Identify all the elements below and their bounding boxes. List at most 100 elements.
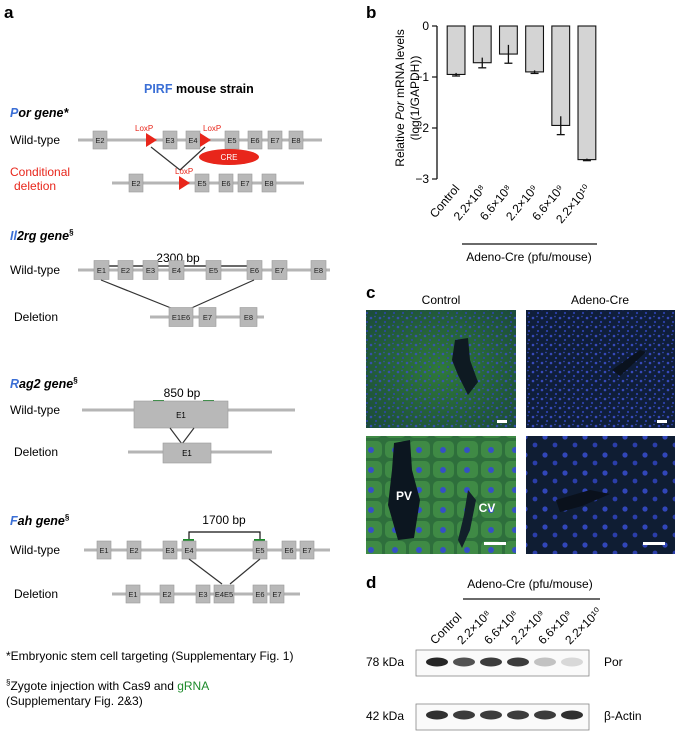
por-wt-exon-1 [162, 130, 178, 150]
pv-label: PV [396, 489, 412, 503]
rag2-gene-title: Rag2 gene§ [10, 376, 78, 391]
il2rg-wt-exon-7 [310, 260, 327, 280]
footnote-2-a: Zygote injection with Cas9 and [10, 679, 177, 693]
panel-a-label: a [4, 3, 14, 22]
por-wt-exon-4 [247, 130, 263, 150]
fah-del-exon-label-2: E3 [198, 590, 207, 599]
fah-del-exon-label-0: E1 [128, 590, 137, 599]
por-gene-rest: or gene* [18, 106, 69, 120]
fah-del-exon-0 [125, 584, 141, 604]
il2rg-wt-exon-label-3: E4 [172, 266, 181, 275]
il2rg-del-exon-label-0: E1E6 [172, 313, 190, 322]
rag2-sup: § [73, 376, 78, 385]
vessel-adeno-low [612, 350, 646, 376]
bar-3 [525, 25, 545, 73]
y-tick-label-3: −3 [415, 172, 429, 186]
por-wt-exon-label-2: E4 [188, 136, 197, 145]
por-del-exon-label-4: E8 [264, 179, 273, 188]
adeno-cre-group-label-d: Adeno-Cre (pfu/mouse) [467, 577, 592, 591]
il2rg-wt-exon-4 [205, 260, 222, 280]
il2rg-wt-exon-label-2: E3 [146, 266, 155, 275]
il2rg-wt-exon-label-1: E2 [121, 266, 130, 275]
fah-bracket [188, 531, 261, 542]
il2rg-wt-exon-3 [168, 260, 185, 280]
il2rg-del-exon-2 [239, 307, 258, 327]
il2rg-sup: § [69, 228, 74, 237]
rag2-del-exon-label: E1 [182, 449, 192, 458]
por-wt-exon-label-1: E3 [165, 136, 174, 145]
por-recomb-line-1 [150, 146, 181, 171]
rag2-wildtype-label: Wild-type [10, 403, 60, 417]
fah-recomb-line-1 [188, 558, 223, 585]
il2rg-gene-letter: Il [10, 229, 17, 243]
fah-wt-exon-5 [281, 540, 297, 560]
vessel-adeno-high [556, 490, 610, 512]
rag2-gene-letter: R [10, 377, 19, 391]
bar-0 [446, 25, 466, 76]
il2rg-deletion-label: Deletion [14, 310, 58, 324]
fah-wt-exon-2 [162, 540, 178, 560]
bar-5 [577, 25, 597, 161]
panel-b-label: b [366, 3, 376, 22]
bar-1 [472, 25, 492, 64]
rag2-wt-exon-label: E1 [176, 411, 186, 420]
band1-name: Por [604, 655, 623, 669]
fah-wt-exon-label-5: E6 [284, 546, 293, 555]
fah-del-exon-label-3: E4E5 [215, 590, 233, 599]
ylabel-line1-a: Relative [393, 120, 407, 167]
por-bands [426, 657, 583, 667]
scale-bar-adeno-high [643, 542, 665, 545]
il2rg-wt-exon-label-5: E6 [250, 266, 259, 275]
panel-b-ylabel: Relative Por mRNA levels (log(1/GAPDH)) [393, 29, 422, 166]
il2rg-wt-exon-0 [93, 260, 110, 280]
scale-bar-adeno-low [657, 420, 667, 423]
footnote-2-grna: gRNA [177, 679, 209, 693]
fah-gene-rest: ah gene [18, 514, 65, 528]
actin-band-0 [426, 710, 448, 720]
por-gene-title: Por gene* [10, 106, 69, 120]
loxp-label-1: LoxP [135, 124, 153, 133]
loxp-triangle-1 [146, 133, 157, 147]
footnote-2-b: (Supplementary Fig. 2&3) [6, 694, 143, 708]
loxp-label-2: LoxP [203, 124, 221, 133]
loxp-triangle-2 [200, 133, 211, 147]
actin-band-4 [534, 710, 556, 720]
scale-bar-control-high [484, 542, 506, 545]
panel-d-label: d [366, 573, 376, 592]
por-del-exon-2 [218, 173, 234, 193]
fah-del-exon-1 [159, 584, 175, 604]
fah-wt-exon-label-6: E7 [302, 546, 311, 555]
vessel-cv [458, 490, 476, 548]
por-band-0 [426, 657, 448, 667]
ylabel-line1-italic: Por [393, 100, 407, 120]
fah-wt-exon-label-3: E4 [184, 546, 193, 555]
por-band-1 [453, 657, 475, 667]
por-wt-exon-3 [224, 130, 240, 150]
actin-band-2 [480, 710, 502, 720]
il2rg-recomb-line-2 [186, 279, 255, 311]
fah-wt-exon-label-0: E1 [99, 546, 108, 555]
por-gene-letter: P [10, 106, 19, 120]
vessel-pv [388, 440, 420, 540]
por-wt-exon-label-5: E7 [270, 136, 279, 145]
footnote-2: §Zygote injection with Cas9 and gRNA [6, 678, 209, 693]
strain-title-prefix: PIRF [144, 82, 173, 96]
fah-del-exon-2 [195, 584, 211, 604]
por-wt-exon-label-6: E8 [291, 136, 300, 145]
fah-del-exon-3 [213, 584, 235, 604]
por-wildtype-label: Wild-type [10, 133, 60, 147]
footnote-2-sup: § [6, 678, 10, 687]
il2rg-wt-exon-6 [271, 260, 288, 280]
por-del-exon-label-2: E6 [221, 179, 230, 188]
fah-del-exon-5 [269, 584, 285, 604]
fah-wt-exon-0 [96, 540, 112, 560]
cre-ellipse [199, 149, 259, 165]
por-del-exon-4 [261, 173, 277, 193]
por-del-exon-1 [194, 173, 210, 193]
fah-del-exon-label-4: E6 [255, 590, 264, 599]
